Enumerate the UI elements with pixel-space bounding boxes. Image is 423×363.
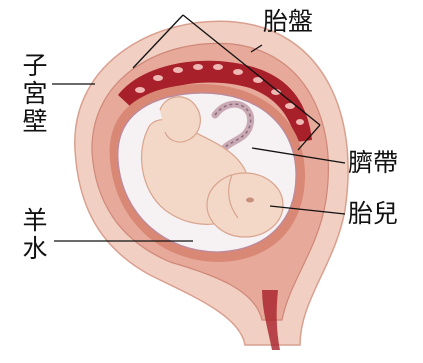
uterine-wall-label: 子宮壁: [22, 52, 48, 136]
fetus-eye: [246, 198, 254, 203]
placenta-label: 胎盤: [263, 8, 313, 36]
fetus-legs: [160, 97, 200, 142]
amniotic-fluid-label: 羊水: [22, 207, 48, 263]
umbilical-cord-label: 臍帶: [348, 149, 398, 177]
fetus-label: 胎兒: [348, 200, 398, 228]
fetus-head: [207, 173, 283, 237]
